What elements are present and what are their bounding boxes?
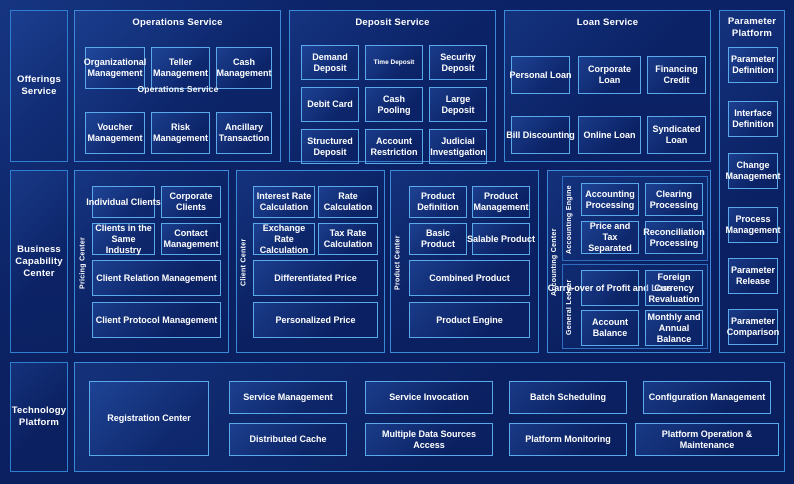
tile-exchange-rate-calculation[interactable]: Exchange Rate Calculation [253, 223, 315, 255]
tile-batch-scheduling[interactable]: Batch Scheduling [509, 381, 627, 414]
tile-differentiated-price[interactable]: Differentiated Price [253, 260, 378, 296]
tile-reconciliation-processing[interactable]: Reconciliation Processing [643, 221, 705, 254]
tile-corporate-loan[interactable]: Corporate Loan [578, 56, 641, 94]
tile-rate-calculation[interactable]: Rate Calculation [318, 186, 378, 218]
panel-title-parameter-platform: Parameter Platform [727, 16, 777, 39]
tile-syndicated-loan[interactable]: Syndicated Loan [647, 116, 706, 154]
tile-service-invocation[interactable]: Service Invocation [365, 381, 493, 414]
tile-account-restriction[interactable]: Account Restriction [365, 129, 423, 164]
tile-individual-clients[interactable]: Individual Clients [86, 186, 161, 218]
panel-title-deposit-service: Deposit Service [355, 17, 430, 28]
tile-bill-discounting[interactable]: Bill Discounting [506, 116, 575, 154]
tile-parameter-definition[interactable]: Parameter Definition [728, 47, 778, 83]
panel-pricing-center[interactable]: Pricing Center Individual Clients Corpor… [74, 170, 229, 353]
tile-online-loan[interactable]: Online Loan [578, 116, 641, 154]
tile-multiple-data-sources-access[interactable]: Multiple Data Sources Access [365, 423, 493, 456]
subgroup-vlabel-accounting-engine: Accounting Engine [566, 185, 573, 254]
tile-clearing-processing[interactable]: Clearing Processing [645, 183, 703, 216]
tile-structured-deposit[interactable]: Structured Deposit [301, 129, 359, 164]
tile-monthly-and-annual-balance[interactable]: Monthly and Annual Balance [645, 310, 703, 346]
tile-cash-pooling[interactable]: Cash Pooling [365, 87, 423, 122]
tile-change-management[interactable]: Change Management [726, 153, 781, 189]
tile-registration-center[interactable]: Registration Center [89, 381, 209, 456]
tile-salable-product[interactable]: Salable Product [467, 223, 535, 255]
tile-carry-over-of-profit-and-loss[interactable]: Carry-over of Profit and Loss [548, 270, 672, 306]
tile-account-balance[interactable]: Account Balance [581, 310, 639, 346]
tile-contact-management[interactable]: Contact Management [161, 223, 221, 255]
tile-configuration-management[interactable]: Configuration Management [643, 381, 771, 414]
tile-accounting-processing[interactable]: Accounting Processing [581, 183, 639, 216]
tile-product-engine[interactable]: Product Engine [409, 302, 530, 338]
panel-title-operations-service: Operations Service [132, 17, 223, 28]
tile-product-definition[interactable]: Product Definition [409, 186, 467, 218]
sidebar-item-technology-platform[interactable]: Technology Platform [10, 362, 68, 472]
tile-service-management[interactable]: Service Management [229, 381, 347, 414]
tile-organizational-management[interactable]: Organizational Management [84, 47, 146, 89]
tile-foreign-currency-revaluation[interactable]: Foreign Currency Revaluation [645, 270, 703, 306]
panel-parameter-platform[interactable]: Parameter Platform Parameter Definition … [719, 10, 785, 353]
tile-risk-management[interactable]: Risk Management [151, 112, 210, 154]
panel-product-center[interactable]: Product Center Product Definition Produc… [390, 170, 539, 353]
panel-title-loan-service: Loan Service [576, 17, 639, 28]
tile-distributed-cache[interactable]: Distributed Cache [229, 423, 347, 456]
tile-debit-card[interactable]: Debit Card [301, 87, 359, 122]
tile-platform-monitoring[interactable]: Platform Monitoring [509, 423, 627, 456]
tile-security-deposit[interactable]: Security Deposit [429, 45, 487, 80]
panel-operations-service[interactable]: Operations Service Organizational Manage… [74, 10, 281, 162]
tile-parameter-comparison[interactable]: Parameter Comparison [727, 309, 779, 345]
panel-vlabel-product-center: Product Center [394, 235, 402, 290]
tile-client-protocol-management[interactable]: Client Protocol Management [92, 302, 221, 338]
tile-teller-management[interactable]: Teller Management [151, 47, 210, 89]
sidebar-item-offerings-service[interactable]: Offerings Service [10, 10, 68, 162]
tile-client-relation-management[interactable]: Client Relation Management [92, 260, 221, 296]
panel-deposit-service[interactable]: Deposit Service Demand Deposit Time Depo… [289, 10, 496, 164]
tile-platform-operation-and-maintenance[interactable]: Platform Operation & Maintenance [635, 423, 779, 456]
panel-client-center[interactable]: Client Center Interest Rate Calculation … [236, 170, 385, 353]
tile-interest-rate-calculation[interactable]: Interest Rate Calculation [253, 186, 315, 218]
tile-parameter-release[interactable]: Parameter Release [728, 258, 778, 294]
tile-personalized-price[interactable]: Personalized Price [253, 302, 378, 338]
tile-time-deposit[interactable]: Time Deposit [365, 45, 423, 80]
tile-price-and-tax-separated[interactable]: Price and Tax Separated [581, 221, 639, 254]
sidebar-item-business-capability-center[interactable]: Business Capability Center [10, 170, 68, 353]
panel-vlabel-client-center: Client Center [240, 238, 248, 287]
tile-basic-product[interactable]: Basic Product [409, 223, 467, 255]
tile-ancillary-transaction[interactable]: Ancillary Transaction [216, 112, 272, 154]
panel-accounting-center[interactable]: Accounting Center Accounting Engine Acco… [547, 170, 711, 353]
tile-clients-in-the-same-industry[interactable]: Clients in the Same Industry [92, 223, 155, 255]
tile-product-management[interactable]: Product Management [472, 186, 530, 218]
tile-interface-definition[interactable]: Interface Definition [728, 101, 778, 137]
subgroup-vlabel-general-ledger: General Ledger [566, 279, 573, 336]
tile-judicial-investigation[interactable]: Judicial Investigation [429, 129, 487, 164]
tile-financing-credit[interactable]: Financing Credit [647, 56, 706, 94]
tile-combined-product[interactable]: Combined Product [409, 260, 530, 296]
panel-title-operations-service-duplicate: Operations Service [137, 84, 219, 94]
tile-tax-rate-calculation[interactable]: Tax Rate Calculation [318, 223, 378, 255]
tile-large-deposit[interactable]: Large Deposit [429, 87, 487, 122]
panel-loan-service[interactable]: Loan Service Personal Loan Corporate Loa… [504, 10, 711, 162]
panel-vlabel-accounting-center: Accounting Center [551, 228, 558, 297]
tile-voucher-management[interactable]: Voucher Management [85, 112, 145, 154]
tile-corporate-clients[interactable]: Corporate Clients [161, 186, 221, 218]
tile-demand-deposit[interactable]: Demand Deposit [301, 45, 359, 80]
tile-personal-loan[interactable]: Personal Loan [510, 56, 572, 94]
subgroup-general-ledger: General Ledger Carry-over of Profit and … [548, 264, 708, 349]
panel-technology-platform[interactable]: Registration Center Service Management D… [74, 362, 785, 472]
subgroup-accounting-engine: Accounting Engine Accounting Processing … [562, 176, 708, 261]
tile-cash-management[interactable]: Cash Management [216, 47, 272, 89]
tile-process-management[interactable]: Process Management [726, 207, 781, 243]
